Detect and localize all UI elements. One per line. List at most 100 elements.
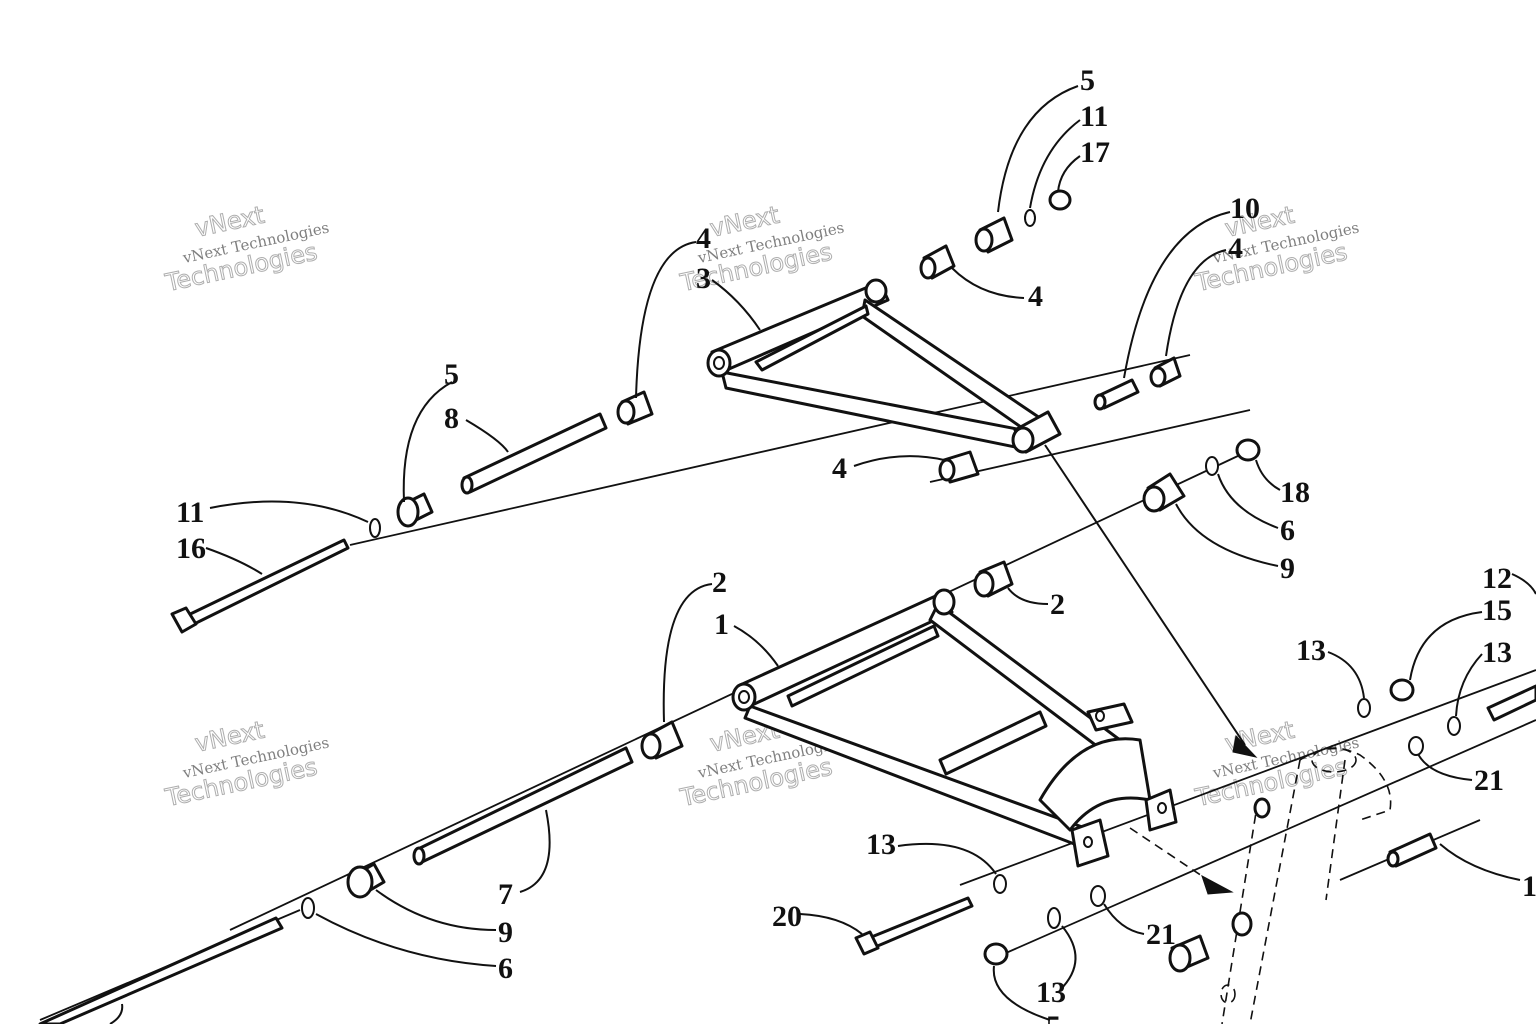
watermark-bottom-left: vNext vNext Technologies Technologies bbox=[162, 715, 331, 812]
callout-12: 12 bbox=[1482, 562, 1512, 595]
callout-9-upper: 9 bbox=[1280, 552, 1295, 585]
callout-13-far: 13 bbox=[1482, 636, 1512, 669]
spindle-outline-right bbox=[1325, 759, 1346, 901]
leader-4-upper bbox=[951, 267, 1025, 299]
upper-arm-brace bbox=[754, 304, 870, 372]
callout-21-right: 21 bbox=[1474, 764, 1504, 797]
leader-10 bbox=[1123, 211, 1231, 379]
leader-7 bbox=[519, 809, 551, 893]
lower-arm-rear-bore-hole bbox=[738, 690, 750, 704]
callout-8: 8 bbox=[444, 402, 459, 435]
lower-arm-shock-mount bbox=[1038, 737, 1152, 832]
leader-13-lower bbox=[1059, 925, 1077, 991]
lower-a-arm bbox=[731, 588, 1178, 868]
washer-13-mid bbox=[993, 874, 1007, 894]
spindle-upper-bore bbox=[1253, 797, 1271, 819]
leader-8 bbox=[465, 419, 509, 453]
spindle-lower-bore bbox=[1231, 911, 1253, 937]
upper-arm-front-bore-end bbox=[1011, 426, 1035, 454]
lower-arm-pivot-end bbox=[932, 588, 956, 616]
washer-6-upper bbox=[1205, 456, 1219, 476]
shaft-7-end bbox=[412, 846, 426, 866]
leader-2-left bbox=[662, 583, 713, 723]
callout-20: 20 bbox=[772, 900, 802, 933]
lower-arm-rear-tube bbox=[736, 592, 954, 708]
bushing-2-left-end bbox=[640, 732, 662, 760]
callout-11-top: 11 bbox=[1080, 100, 1108, 133]
nut-lower bbox=[983, 942, 1009, 966]
lower-arm-front-eye-hole bbox=[1083, 836, 1093, 848]
leader-4-left bbox=[635, 241, 697, 399]
leader-18 bbox=[1255, 459, 1281, 491]
leader-1 bbox=[733, 625, 779, 667]
spacer-5-lower-flange bbox=[1168, 943, 1192, 973]
callout-6-upper: 6 bbox=[1280, 514, 1295, 547]
leader-6-lower bbox=[315, 913, 497, 967]
bushing-4-lower-end bbox=[938, 458, 956, 482]
pin-19-end bbox=[1386, 850, 1400, 868]
assembly-arrow-upper bbox=[1044, 444, 1246, 746]
lower-arm-front-axis bbox=[959, 669, 1536, 886]
leader-9-upper bbox=[1175, 503, 1279, 567]
sleeve-10-end bbox=[1093, 393, 1107, 411]
callout-2-right: 2 bbox=[1050, 588, 1065, 621]
upper-arm-front-axis bbox=[929, 409, 1251, 483]
lower-arm-mid-brace bbox=[938, 710, 1048, 776]
callout-15: 15 bbox=[1482, 594, 1512, 627]
watermark-bottom-right: vNext vNext Technologies Technologies bbox=[1192, 715, 1361, 812]
leader-15 bbox=[1409, 611, 1483, 681]
washer-13-far bbox=[1447, 716, 1461, 736]
bolt-16 bbox=[180, 538, 350, 630]
leader-4-far bbox=[1165, 249, 1227, 357]
shaft-8 bbox=[462, 412, 608, 494]
leader-5-lower bbox=[992, 965, 1051, 1021]
leader-20 bbox=[799, 913, 863, 935]
leader-12 bbox=[1511, 573, 1536, 595]
bolt-12 bbox=[1486, 684, 1536, 722]
arrow-head-upper bbox=[1232, 734, 1258, 758]
nut-18 bbox=[1235, 438, 1261, 462]
leader-11-left bbox=[209, 500, 369, 523]
bushing-4-far-end bbox=[1149, 366, 1167, 388]
bushing-2-right-end bbox=[973, 570, 995, 598]
leader-3 bbox=[711, 279, 761, 331]
washer-11-left bbox=[369, 518, 381, 538]
callout-16: 16 bbox=[176, 532, 206, 565]
upper-arm-rear-axis bbox=[349, 354, 1191, 546]
leader-21-right bbox=[1417, 753, 1473, 781]
leader-17 bbox=[1057, 155, 1081, 193]
leader-9-lower bbox=[375, 889, 497, 931]
washer-21-right bbox=[1408, 736, 1424, 756]
bolt-lower-long bbox=[38, 916, 284, 1024]
upper-arm-pivot-end bbox=[864, 278, 888, 304]
lower-parts bbox=[38, 560, 1536, 1024]
callout-13-lower: 13 bbox=[1036, 976, 1066, 1009]
callout-2-left: 2 bbox=[712, 566, 727, 599]
leader-13-right bbox=[1327, 651, 1365, 699]
upper-parts bbox=[170, 189, 1261, 634]
callout-21-lower: 21 bbox=[1146, 918, 1176, 951]
spacer-5-left-flange bbox=[396, 496, 420, 528]
washer-13-lower bbox=[1047, 907, 1061, 929]
callout-4-left: 4 bbox=[696, 222, 711, 255]
leader-4-lower bbox=[853, 455, 945, 467]
upper-arm-rear-tube bbox=[710, 280, 890, 374]
spacer-5-flange bbox=[974, 227, 994, 253]
leader-lines bbox=[109, 85, 1536, 1024]
washer-11-top bbox=[1024, 209, 1036, 227]
bolt-20 bbox=[862, 896, 974, 952]
bolt-20-head bbox=[854, 930, 880, 956]
leader-19 bbox=[1439, 843, 1521, 881]
callout-19-partial: 1 bbox=[1522, 870, 1536, 903]
callout-17: 17 bbox=[1080, 136, 1110, 169]
watermark-top-right: vNext vNext Technologies Technologies bbox=[1192, 200, 1361, 297]
callout-5-top: 5 bbox=[1080, 64, 1095, 97]
leader-13-far bbox=[1455, 653, 1483, 717]
arrow-head-lower bbox=[1201, 874, 1234, 895]
washer-21-lower bbox=[1090, 885, 1106, 907]
lower-arm-tab bbox=[1086, 702, 1134, 732]
leader-13-mid bbox=[897, 842, 997, 875]
bushing-4-left-end bbox=[616, 399, 636, 425]
spindle-bottom-bore bbox=[1220, 984, 1236, 1004]
